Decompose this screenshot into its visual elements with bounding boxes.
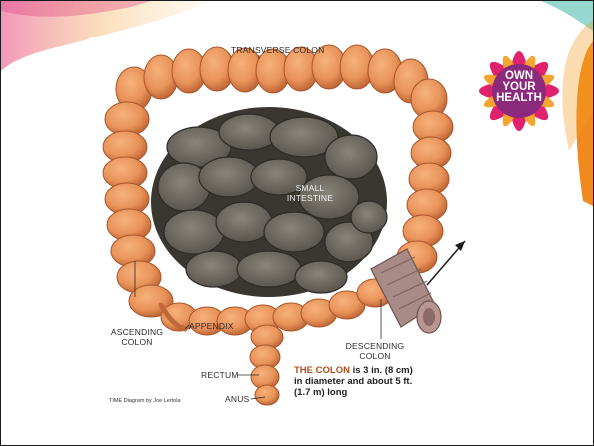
badge-line-3: HEALTH	[471, 93, 567, 104]
label-rectum: RECTUM	[201, 370, 239, 380]
arrowhead-icon	[455, 241, 465, 251]
own-your-health-logo: OWN YOUR HEALTH	[471, 43, 567, 139]
label-small-intestine: SMALL INTESTINE	[275, 183, 345, 203]
label-anus: ANUS	[225, 394, 249, 404]
label-ascending-colon: ASCENDING COLON	[107, 327, 167, 347]
diagram-credit: TIME Diagram by Joe Lertola	[109, 398, 181, 404]
fact-line-1: is 3 in. (8 cm)	[350, 365, 413, 376]
colon-diagram: TRANSVERSE COLON SMALL INTESTINE ASCENDI…	[89, 37, 473, 417]
descending-colon	[397, 111, 453, 273]
small-intestine	[151, 107, 387, 297]
colon-fact-text: THE COLON is 3 in. (8 cm) in diameter an…	[294, 365, 464, 398]
label-descending-colon: DESCENDING COLON	[335, 341, 415, 361]
label-ascending-colon-line-1: ASCENDING	[107, 327, 167, 337]
badge-text: OWN YOUR HEALTH	[471, 71, 567, 104]
label-small-intestine-line-1: SMALL	[275, 183, 345, 193]
colon-illustration	[89, 37, 473, 417]
label-descending-colon-line-2: COLON	[335, 351, 415, 361]
label-ascending-colon-line-2: COLON	[107, 337, 167, 347]
label-small-intestine-line-2: INTESTINE	[275, 193, 345, 203]
label-descending-colon-line-1: DESCENDING	[335, 341, 415, 351]
fact-line-2: in diameter and about 5 ft.	[294, 376, 464, 387]
fact-line-3: (1.7 m) long	[294, 387, 464, 398]
label-transverse-colon: TRANSVERSE COLON	[231, 45, 324, 55]
label-appendix: APPENDIX	[189, 321, 234, 331]
fact-highlight: THE COLON	[294, 365, 350, 376]
rectum	[250, 325, 283, 405]
